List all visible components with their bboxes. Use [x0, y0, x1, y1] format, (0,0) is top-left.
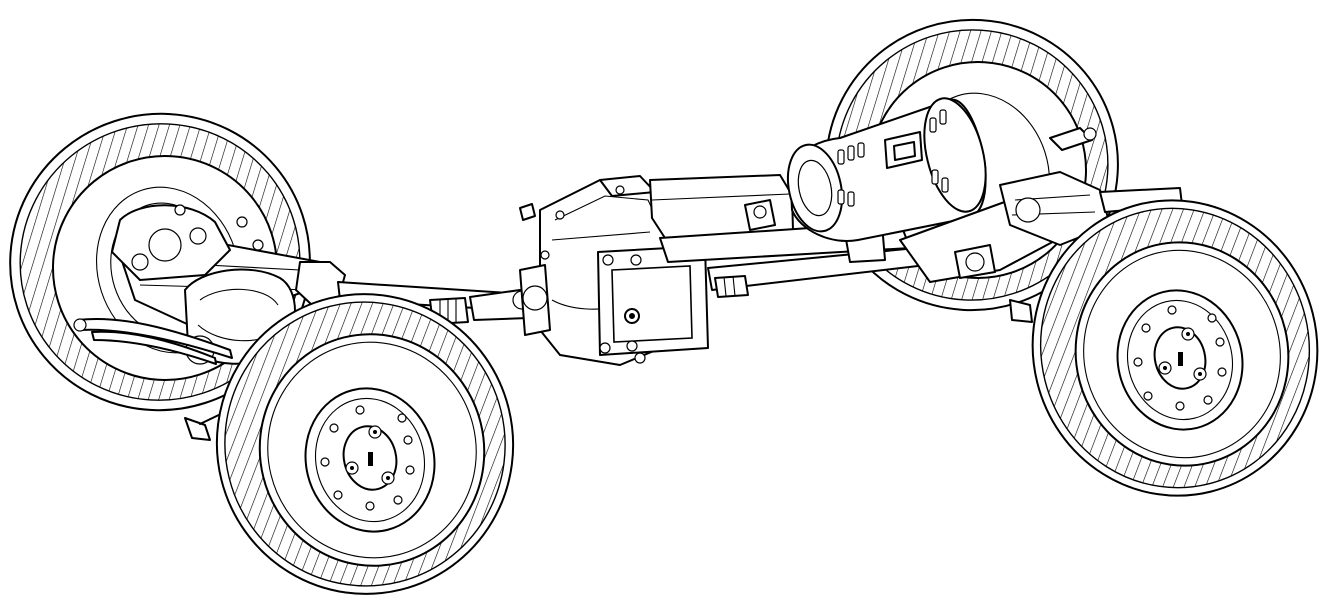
- rear-axle: [111, 204, 346, 365]
- front-right-wheel: [1031, 199, 1319, 497]
- electric-motor: [786, 97, 1097, 242]
- battery-case: [649, 174, 794, 239]
- leaf-spring: [73, 317, 233, 441]
- bolt-icon: [540, 185, 646, 364]
- rear-right-wheel: [215, 293, 515, 595]
- vent-icon: [837, 109, 949, 207]
- front-axle: [899, 171, 1183, 323]
- hub-bolt-icon: [320, 405, 415, 511]
- hub-bolt-icon: [1133, 305, 1227, 411]
- bolt-icon: [174, 204, 264, 251]
- control-box: [597, 245, 709, 356]
